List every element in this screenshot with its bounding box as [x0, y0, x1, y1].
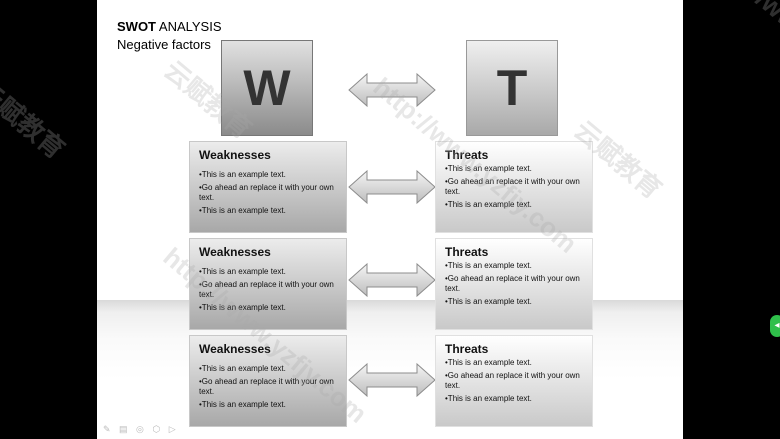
row3-double-arrow — [348, 362, 436, 398]
weakness-heading: Weaknesses — [199, 148, 271, 162]
watermark-cn-left: 云赋教育 — [0, 74, 71, 165]
threat-heading: Threats — [445, 148, 489, 162]
threat-line: •This is an example text. — [445, 358, 532, 367]
weakness-line: •Go ahead an replace it with your own te… — [199, 183, 334, 202]
slide: SWOT ANALYSIS Negative factors W T Weakn… — [97, 0, 683, 439]
threat-box-2: Threats •This is an example text. •Go ah… — [435, 238, 593, 330]
weakness-line: •This is an example text. — [199, 206, 286, 215]
weakness-heading: Weaknesses — [199, 342, 271, 356]
side-panel-handle[interactable]: ◂ — [770, 315, 780, 337]
weakness-heading: Weaknesses — [199, 245, 271, 259]
weakness-line: •This is an example text. — [199, 400, 286, 409]
threat-line: •Go ahead an replace it with your own te… — [445, 177, 580, 196]
weakness-line: •Go ahead an replace it with your own te… — [199, 280, 334, 299]
threat-box-1: Threats •This is an example text. •Go ah… — [435, 141, 593, 233]
weakness-line: •This is an example text. — [199, 267, 286, 276]
threat-line: •This is an example text. — [445, 164, 532, 173]
weakness-box-1: Weaknesses •This is an example text. •Go… — [189, 141, 347, 233]
weakness-line: •This is an example text. — [199, 303, 286, 312]
threat-line: •This is an example text. — [445, 297, 532, 306]
weakness-box-2: Weaknesses •This is an example text. •Go… — [189, 238, 347, 330]
watermark-url-right: http://www.yzfjy.com — [700, 0, 780, 129]
row2-double-arrow — [348, 262, 436, 298]
threat-line: •This is an example text. — [445, 394, 532, 403]
threat-box-3: Threats •This is an example text. •Go ah… — [435, 335, 593, 427]
slide-subtitle: Negative factors — [117, 37, 211, 52]
threat-line: •Go ahead an replace it with your own te… — [445, 274, 580, 293]
threat-cube: T — [466, 40, 558, 136]
threat-line: •This is an example text. — [445, 200, 532, 209]
threat-heading: Threats — [445, 342, 489, 356]
threat-line: •Go ahead an replace it with your own te… — [445, 371, 580, 390]
threat-line: •This is an example text. — [445, 261, 532, 270]
weakness-line: •Go ahead an replace it with your own te… — [199, 377, 334, 396]
weakness-box-3: Weaknesses •This is an example text. •Go… — [189, 335, 347, 427]
slide-title: SWOT ANALYSIS — [117, 19, 222, 34]
row1-double-arrow — [348, 169, 436, 205]
weakness-cube: W — [221, 40, 313, 136]
threat-heading: Threats — [445, 245, 489, 259]
slideshow-toolbar-icons[interactable]: ✎ ▤ ◎ ⬡ ▷ — [103, 424, 179, 434]
top-double-arrow — [348, 72, 436, 108]
weakness-line: •This is an example text. — [199, 170, 286, 179]
weakness-line: •This is an example text. — [199, 364, 286, 373]
